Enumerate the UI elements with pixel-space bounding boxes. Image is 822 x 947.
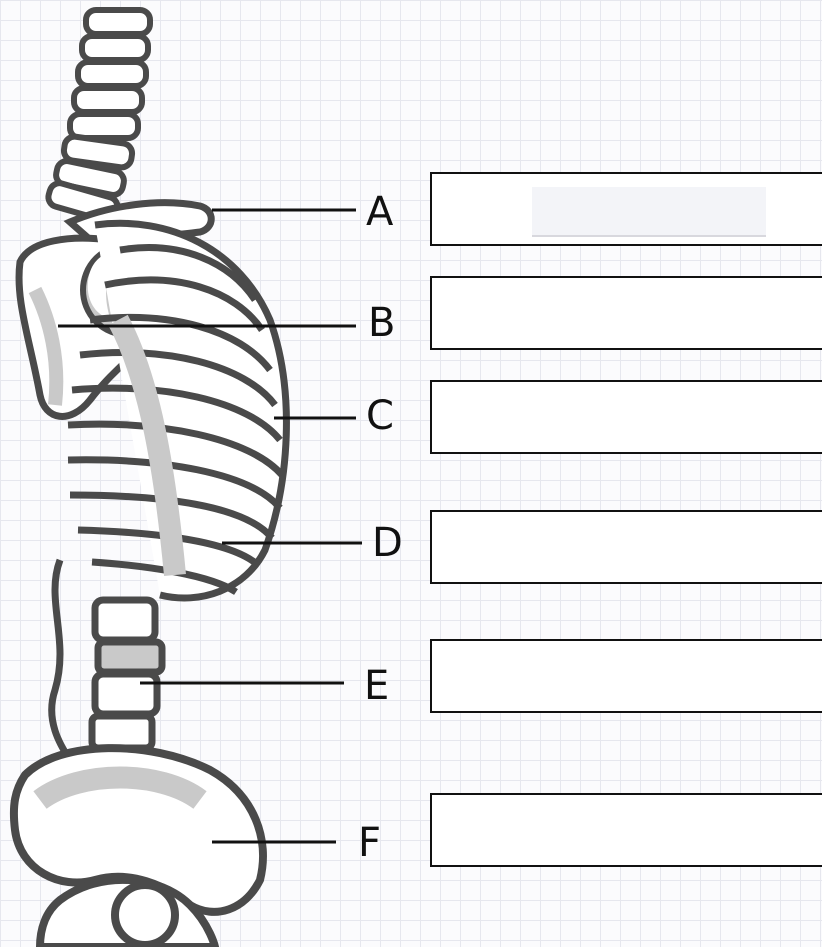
label-a: A [366,192,393,232]
answer-box-b[interactable] [430,276,822,350]
label-c: C [366,396,394,436]
answer-box-f[interactable] [430,793,822,867]
answer-box-a[interactable] [430,172,822,246]
pelvis [14,748,263,947]
lower-vertebrae [52,560,162,760]
answer-box-d[interactable] [430,510,822,584]
label-d: D [372,523,403,563]
answer-input-a[interactable] [532,187,766,237]
cervical-vertebrae [46,10,150,223]
label-f: F [358,823,381,863]
answer-box-c[interactable] [430,380,822,454]
answer-box-e[interactable] [430,639,822,713]
label-b: B [368,303,395,343]
label-e: E [364,666,389,706]
